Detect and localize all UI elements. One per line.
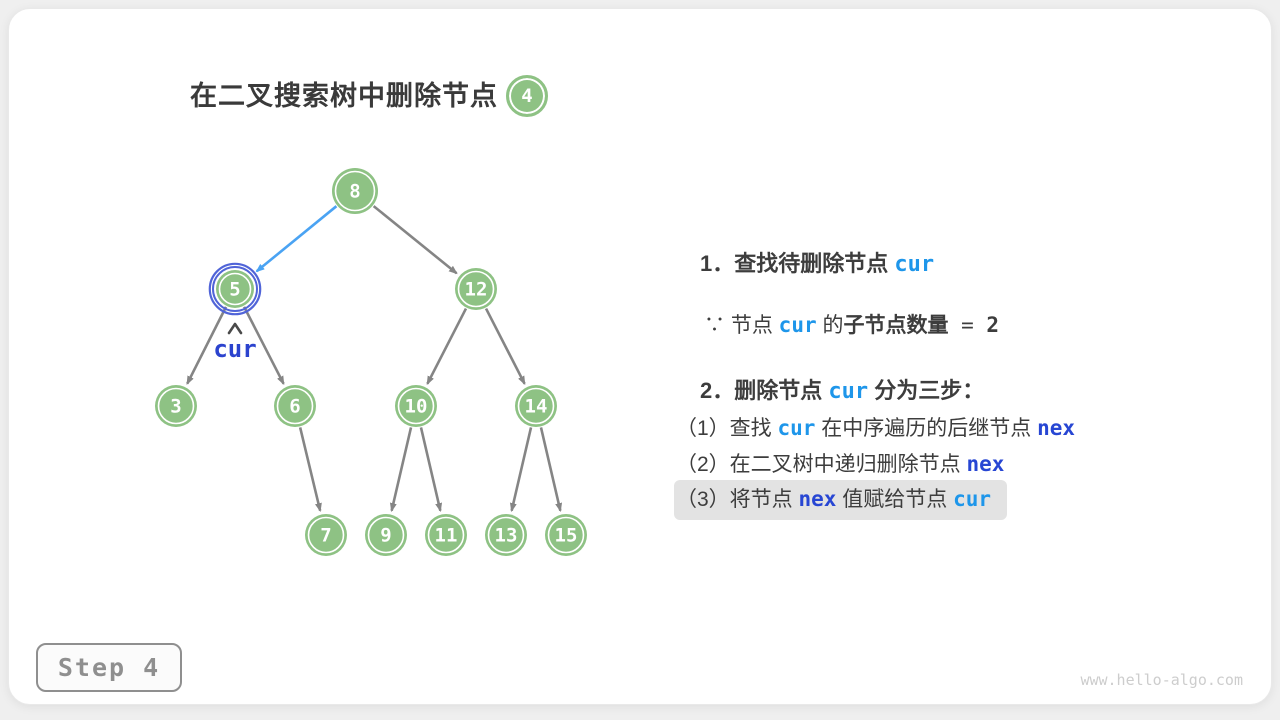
svg-text:12: 12: [465, 279, 488, 301]
tree-node-6: 6: [274, 385, 316, 427]
text-segment: 子节点数量: [843, 314, 949, 337]
tree-node-7: 7: [305, 514, 347, 556]
tree-node-15: 15: [545, 514, 587, 556]
tree-edge-6-7: [298, 427, 322, 513]
var-cur-token: cur: [777, 416, 816, 440]
var-cur-token: cur: [953, 487, 992, 511]
tree-node-13: 13: [485, 514, 527, 556]
condition-line: ∵ 节点 cur 的子节点数量 = 2: [704, 310, 999, 341]
text-segment: 2: [986, 313, 1000, 337]
step-label-box: Step 4: [36, 643, 182, 692]
text-segment: 的: [816, 314, 844, 337]
svg-text:13: 13: [495, 525, 518, 547]
tree-edge-10-9: [389, 427, 413, 513]
step-number-badge: 4: [506, 75, 548, 117]
var-nex-token: nex: [1037, 416, 1076, 440]
substep-3: （3）将节点 nex 值赋给节点 cur: [674, 480, 1008, 520]
tree-edge-14-13: [509, 427, 533, 513]
cur-pointer-caret-icon: [227, 322, 243, 335]
step1-heading: 1．查找待删除节点 cur: [700, 249, 934, 280]
svg-text:7: 7: [320, 525, 331, 547]
text-segment: （1）查找: [676, 417, 778, 440]
var-nex-token: nex: [966, 452, 1005, 476]
tree-node-14: 14: [515, 385, 557, 427]
tree-edge-14-15: [539, 427, 563, 513]
svg-text:15: 15: [555, 525, 578, 547]
tree-node-12: 12: [455, 268, 497, 310]
page-title: 在二叉搜索树中删除节点: [190, 81, 498, 111]
svg-text:14: 14: [525, 396, 548, 418]
tree-node-8: 8: [332, 168, 378, 214]
substep-2: （2）在二叉树中递归删除节点 nex: [676, 449, 1004, 480]
var-nex-token: nex: [798, 487, 837, 511]
var-cur-token: cur: [828, 379, 869, 404]
slide-card: [8, 8, 1272, 705]
text-segment: ∵ 节点: [704, 314, 779, 337]
step2-heading: 2．删除节点 cur 分为三步：: [700, 376, 984, 407]
var-cur-token: cur: [778, 313, 817, 337]
tree-edge-8-12: [372, 205, 458, 275]
tree-edge-12-10: [426, 307, 468, 386]
text-segment: =: [948, 313, 987, 337]
watermark-url: www.hello-algo.com: [1080, 671, 1243, 689]
svg-text:3: 3: [170, 396, 181, 418]
tree-node-3: 3: [155, 385, 197, 427]
cur-pointer-label: cur: [213, 335, 256, 363]
tree-node-10: 10: [395, 385, 437, 427]
tree-edge-8-5: [255, 205, 338, 273]
text-segment: 值赋给节点: [836, 488, 954, 511]
svg-text:11: 11: [435, 525, 458, 547]
svg-text:8: 8: [349, 181, 360, 203]
text-segment: 1．查找待删除节点: [700, 251, 895, 276]
tree-edge-5-6: [242, 306, 285, 386]
tree-node-11: 11: [425, 514, 467, 556]
svg-text:9: 9: [380, 525, 391, 547]
svg-text:10: 10: [405, 396, 428, 418]
tree-node-9: 9: [365, 514, 407, 556]
text-segment: 2．删除节点: [700, 378, 829, 403]
svg-text:5: 5: [229, 279, 240, 301]
tree-edge-10-11: [419, 427, 443, 513]
substep-1: （1）查找 cur 在中序遍历的后继节点 nex: [676, 413, 1075, 444]
svg-text:6: 6: [289, 396, 300, 418]
text-segment: （3）将节点: [676, 488, 799, 511]
tree-edge-5-3: [186, 306, 228, 386]
text-segment: 分为三步：: [868, 378, 985, 403]
var-cur-token: cur: [894, 252, 935, 277]
tree-edge-12-14: [484, 307, 526, 386]
tree-node-5: 5: [208, 262, 262, 316]
text-segment: （2）在二叉树中递归删除节点: [676, 453, 967, 476]
text-segment: 在中序遍历的后继节点: [815, 417, 1038, 440]
